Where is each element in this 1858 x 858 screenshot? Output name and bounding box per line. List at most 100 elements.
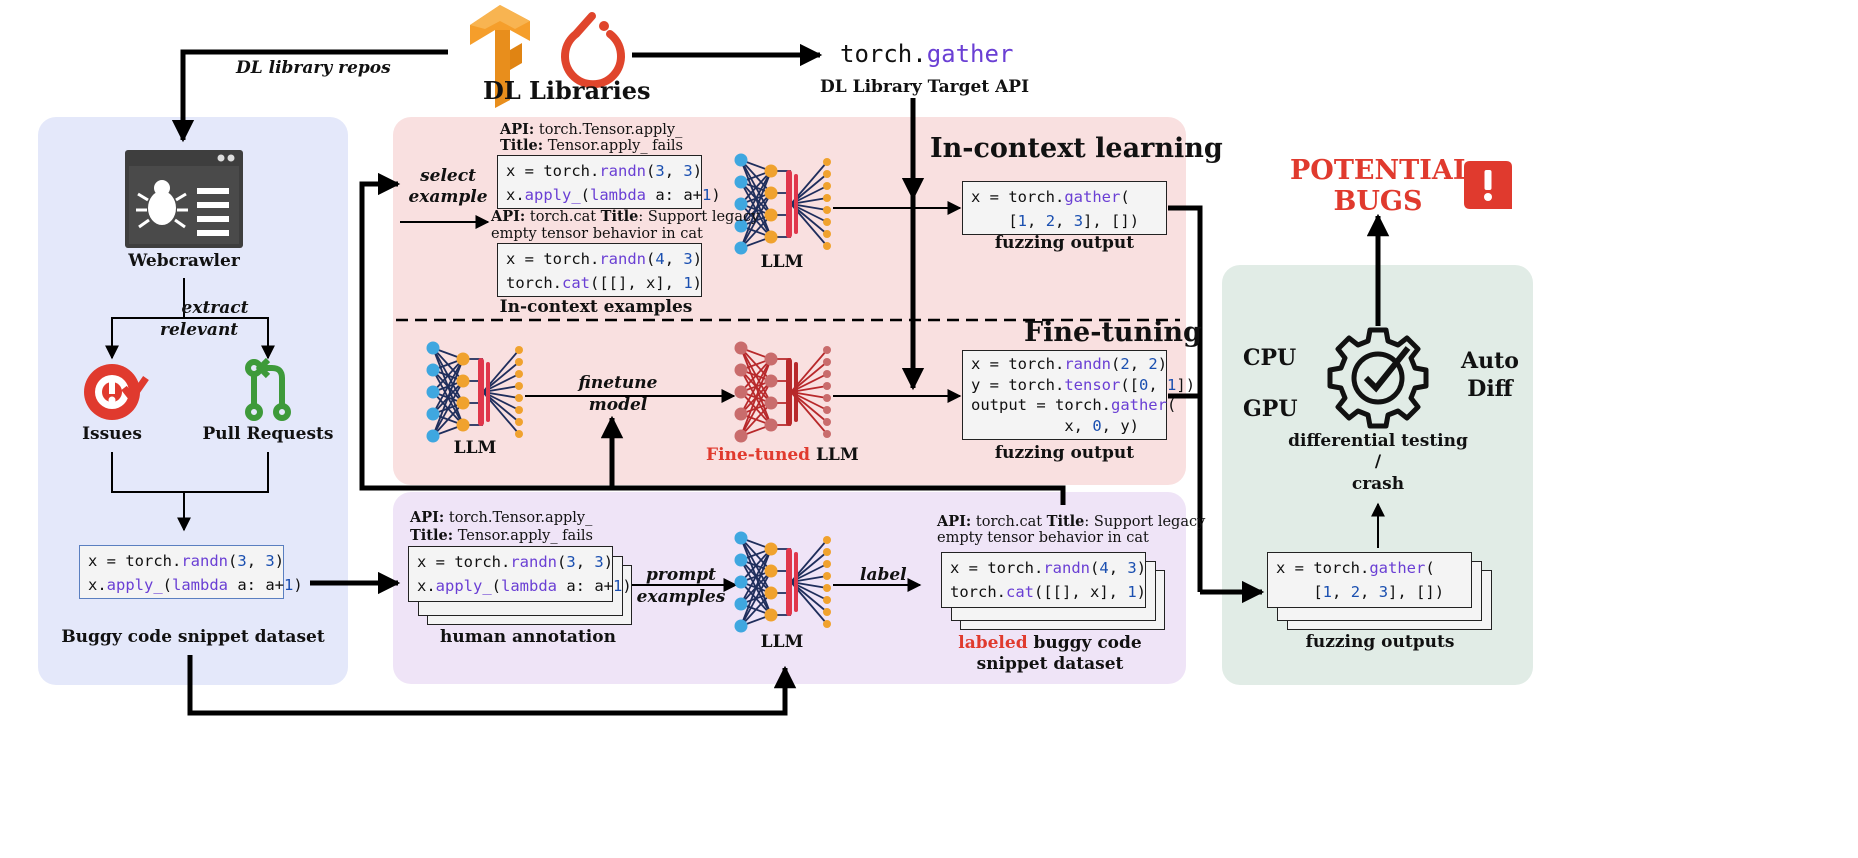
icl-example1-code: x = torch.randn(3, 3) x.apply_(lambda a:… <box>497 155 721 209</box>
input-node <box>734 153 748 167</box>
hidden-node <box>456 396 470 410</box>
attention-bar <box>794 552 798 612</box>
output-node <box>823 370 831 378</box>
finetune-label-1: finetune <box>578 373 658 393</box>
fuzzing-outputs-label: fuzzing outputs <box>1305 632 1455 652</box>
output-node <box>823 572 831 580</box>
pull-requests-label: Pull Requests <box>202 424 334 444</box>
annot-api: API: torch.Tensor.apply_ <box>410 509 593 526</box>
icl-example2-title: empty tensor behavior in cat <box>491 226 703 242</box>
attention-bar <box>786 170 792 238</box>
output-node <box>823 596 831 604</box>
hidden-node <box>764 608 778 622</box>
input-node <box>426 429 440 443</box>
input-node <box>734 407 748 421</box>
llm-icon-annotation <box>734 531 831 633</box>
hidden-node <box>456 352 470 366</box>
output-node <box>823 158 831 166</box>
repos-label: DL library repos <box>236 58 391 78</box>
attention-bar <box>478 358 484 426</box>
label-arrow-text: label <box>860 565 907 585</box>
icl-example1-title: Title: Tensor.apply_ fails <box>500 137 683 154</box>
repos-arrow <box>171 49 448 143</box>
output-node <box>515 370 523 378</box>
hidden-node <box>764 186 778 200</box>
cpu-label: CPU <box>1243 345 1297 371</box>
hidden-node <box>456 418 470 432</box>
webcrawler-label: Webcrawler <box>128 251 240 271</box>
labeled-to-icl-loop <box>359 172 1066 505</box>
labeled-dataset-label-2: snippet dataset <box>976 654 1124 674</box>
annot-code: x = torch.randn(3, 3) x.apply_(lambda a:… <box>408 546 632 602</box>
input-node <box>734 197 748 211</box>
output-node <box>823 584 831 592</box>
input-node <box>734 363 748 377</box>
potential-bugs-label-1: POTENTIAL <box>1290 155 1472 186</box>
input-node <box>734 597 748 611</box>
attention-bar <box>786 548 792 616</box>
pull-request-icon <box>245 357 291 421</box>
select-label-2: example <box>408 187 488 207</box>
input-node <box>734 575 748 589</box>
icl-fuzzing-output-label: fuzzing output <box>994 233 1135 253</box>
icl-example2-api: API: torch.cat Title: Support legacy <box>491 208 760 225</box>
dataset-label: Buggy code snippet dataset <box>61 627 325 647</box>
output-node <box>515 382 523 390</box>
output-node <box>823 358 831 366</box>
ft-fuzzing-output-code: x = torch.randn(2, 2) y = torch.tensor([… <box>962 350 1195 440</box>
input-node <box>734 175 748 189</box>
output-node <box>823 560 831 568</box>
output-node <box>515 346 523 354</box>
labeled-api: API: torch.cat Title: Support legacy <box>937 513 1206 530</box>
crash-label: crash <box>1351 474 1405 494</box>
output-node <box>823 242 831 250</box>
target-api-label: DL Library Target API <box>820 77 1030 97</box>
slash-label: / <box>1374 452 1382 472</box>
webcrawler-icon <box>125 150 243 248</box>
labeled-dataset-label-1: labeled buggy code <box>958 633 1142 653</box>
outputs-to-testing-arrows <box>1168 205 1265 604</box>
llm-icon-base <box>426 341 523 443</box>
output-node <box>823 430 831 438</box>
annot-title: Title: Tensor.apply_ fails <box>410 527 593 544</box>
hidden-node <box>764 352 778 366</box>
libraries-label: DL Libraries <box>483 76 651 105</box>
hidden-node <box>764 542 778 556</box>
hidden-node <box>764 418 778 432</box>
select-label-1: select <box>420 166 476 186</box>
input-node <box>426 341 440 355</box>
icl-example1-api: API: torch.Tensor.apply_ <box>500 121 683 138</box>
target-api-prefix: torch. <box>840 40 927 68</box>
input-node <box>426 363 440 377</box>
labeled-title: empty tensor behavior in cat <box>937 530 1149 546</box>
hidden-node <box>764 230 778 244</box>
output-node <box>823 620 831 628</box>
output-node <box>515 430 523 438</box>
hidden-node <box>764 164 778 178</box>
hidden-node <box>764 208 778 222</box>
issues-icon <box>84 364 149 420</box>
output-node <box>823 230 831 238</box>
attention-bar <box>794 174 798 234</box>
attention-bar <box>486 362 490 422</box>
annot-llm-label: LLM <box>760 632 804 652</box>
gpu-label: GPU <box>1243 396 1298 422</box>
input-node <box>734 241 748 255</box>
target-api-code: torch.gather <box>840 40 1013 68</box>
input-node <box>734 429 748 443</box>
warning-badge-icon <box>1464 161 1512 209</box>
extract-arrows <box>105 278 275 360</box>
tensorflow-logo <box>470 5 530 108</box>
llm-icon-icl <box>734 153 831 255</box>
issues-label: Issues <box>82 424 142 444</box>
icl-title: In-context learning <box>930 133 1223 164</box>
ft-fuzzing-output-label: fuzzing output <box>994 443 1135 463</box>
output-node <box>515 406 523 414</box>
attention-bar <box>786 358 792 426</box>
output-node <box>823 218 831 226</box>
hidden-node <box>764 374 778 388</box>
output-node <box>823 194 831 202</box>
output-node <box>823 206 831 214</box>
input-node <box>426 407 440 421</box>
